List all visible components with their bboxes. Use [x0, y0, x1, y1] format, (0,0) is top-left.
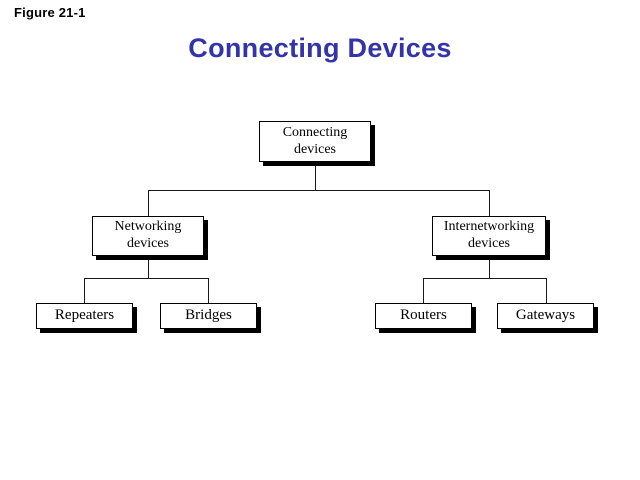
connector-networking-stem — [148, 256, 149, 278]
figure-label: Figure 21-1 — [14, 5, 86, 20]
connector-to-internetworking — [489, 190, 490, 216]
node-internetworking-devices[interactable]: Internetworking devices — [432, 216, 546, 256]
node-connecting-devices[interactable]: Connecting devices — [259, 121, 371, 162]
node-connecting-devices-line1: Connecting — [282, 124, 348, 140]
connector-to-gateways — [546, 278, 547, 303]
node-internetworking-devices-line1: Internetworking — [443, 219, 535, 235]
connector-internetworking-stem — [489, 256, 490, 278]
node-repeaters-label: Repeaters — [54, 307, 115, 324]
node-repeaters[interactable]: Repeaters — [36, 303, 133, 329]
node-gateways-label: Gateways — [515, 307, 576, 324]
node-networking-devices-line2: devices — [127, 236, 169, 251]
node-bridges-label: Bridges — [185, 307, 232, 324]
node-networking-devices[interactable]: Networking devices — [92, 216, 204, 256]
connector-to-routers — [423, 278, 424, 303]
node-networking-devices-line1: Networking — [114, 219, 182, 235]
node-internetworking-devices-line2: devices — [468, 236, 510, 251]
node-bridges[interactable]: Bridges — [160, 303, 257, 329]
connector-to-bridges — [208, 278, 209, 303]
connector-internetworking-bar — [423, 278, 546, 279]
node-routers[interactable]: Routers — [375, 303, 472, 329]
node-connecting-devices-line2: devices — [294, 141, 336, 157]
connector-root-stem — [315, 162, 316, 190]
node-gateways[interactable]: Gateways — [497, 303, 594, 329]
connector-to-repeaters — [84, 278, 85, 303]
node-routers-label: Routers — [400, 307, 447, 324]
connector-level1-bar — [148, 190, 490, 191]
diagram-title: Connecting Devices — [188, 33, 452, 63]
connector-to-networking — [148, 190, 149, 216]
connector-networking-bar — [84, 278, 209, 279]
